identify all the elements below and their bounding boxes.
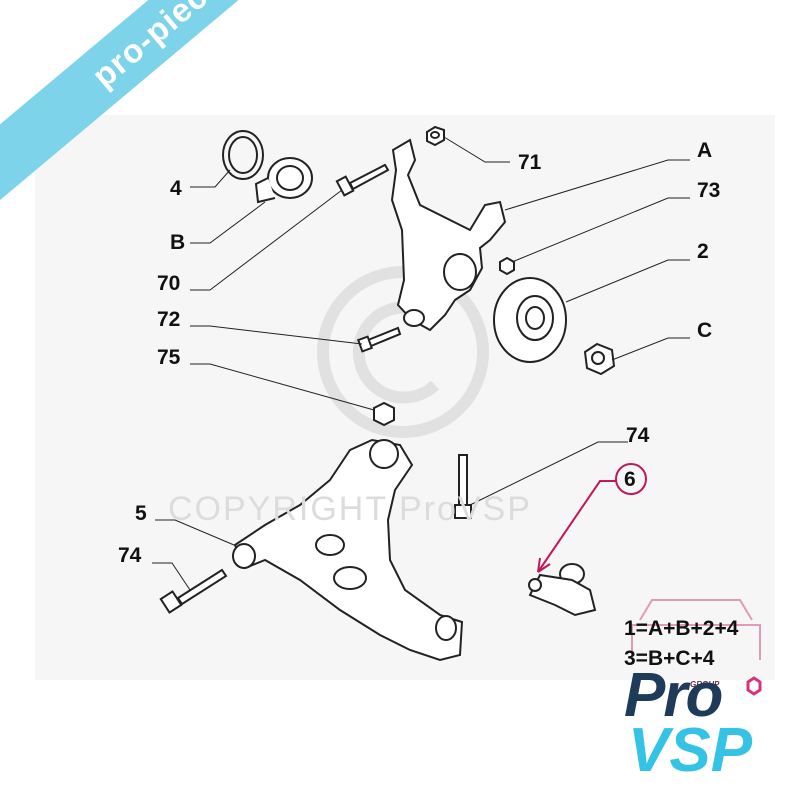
callout-B: B [170, 231, 186, 254]
callout-74-left: 74 [118, 544, 142, 567]
bolt-part-72 [356, 326, 402, 353]
copyright-watermark-text: COPYRIGHT ProVSP [168, 490, 532, 528]
callout-75: 75 [157, 346, 181, 369]
callout-70: 70 [157, 272, 181, 295]
wheel-hub-part-2 [493, 277, 567, 363]
leader-74-top [469, 441, 628, 506]
leader-B [190, 201, 266, 244]
bolt-part-74-vertical [454, 454, 472, 519]
leader-4 [190, 169, 231, 188]
leader-72 [190, 325, 363, 345]
car-outline-logo [631, 599, 761, 660]
leader-C [611, 337, 690, 361]
steering-knuckle-part-A [390, 138, 507, 332]
leader-70 [190, 189, 343, 291]
leader-71 [443, 136, 510, 163]
nut-part-71 [426, 125, 445, 147]
callout-5: 5 [135, 502, 147, 525]
logo-group-text: GROUP [690, 680, 720, 689]
callout-A: A [697, 139, 713, 162]
hub-nut-part-C [583, 342, 616, 376]
logo-hex-icon [746, 676, 762, 696]
leader-2 [565, 259, 690, 303]
callout-2: 2 [697, 240, 709, 263]
callout-C: C [697, 319, 713, 342]
leader-73 [511, 197, 690, 263]
logo-vsp-text: VSP [628, 716, 753, 785]
formula-line-1: 1=A+B+2+4 [624, 617, 739, 640]
callout-71: 71 [518, 151, 542, 174]
snap-ring-part-4 [222, 130, 264, 180]
bolt-part-74-horizontal [159, 568, 228, 614]
leader-A [504, 159, 690, 211]
leader-74-left [152, 562, 191, 591]
callout-73: 73 [697, 179, 721, 202]
callout-72: 72 [157, 308, 181, 331]
wheel-bearing-part-B [254, 157, 313, 204]
lower-control-arm-part-5 [232, 438, 464, 662]
leader-5 [155, 519, 235, 546]
callout-74-top: 74 [626, 424, 650, 447]
ball-joint-part-6 [528, 563, 597, 617]
leader-lines [152, 136, 690, 591]
callout-4: 4 [170, 177, 182, 200]
highlight-arrow [537, 463, 647, 573]
leader-75 [190, 363, 375, 411]
bolt-part-70 [335, 163, 390, 197]
formula-line-2: 3=B+C+4 [624, 647, 715, 670]
callout-6: 6 [624, 468, 636, 491]
nut-part-75 [373, 401, 395, 427]
nut-part-73 [499, 256, 515, 276]
logo-pro-text: Pro [624, 661, 723, 730]
